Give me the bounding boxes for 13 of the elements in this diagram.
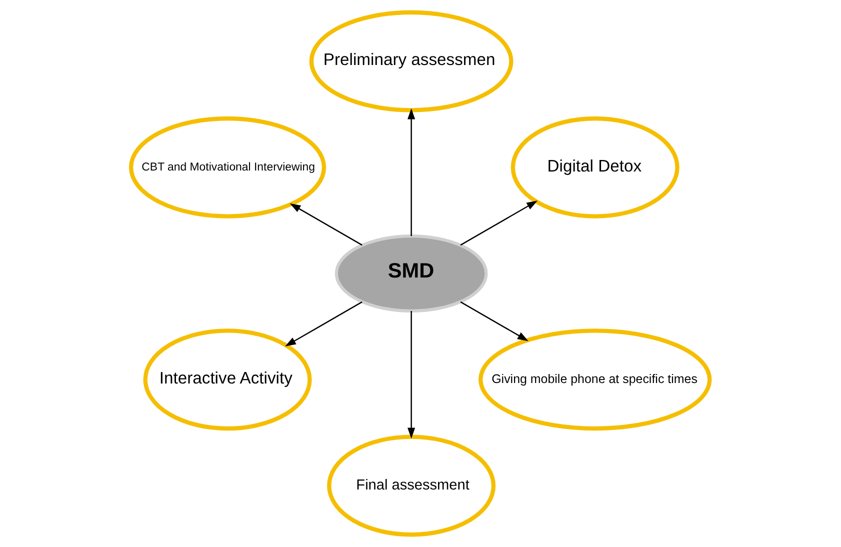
- node-ellipse: Preliminary assessmen: [309, 10, 514, 112]
- node-ellipse: Interactive Activity: [143, 328, 312, 431]
- arrow: [408, 310, 416, 439]
- node-ellipse: Final assessment: [327, 434, 496, 537]
- arrow: [290, 203, 362, 246]
- arrow: [460, 200, 538, 246]
- arrow: [408, 108, 416, 236]
- arrow: [460, 301, 528, 342]
- node-ellipse: Giving mobile phone at specific times: [478, 328, 712, 431]
- node-ellipse: Digital Detox: [510, 116, 680, 218]
- node-ellipse: SMD: [334, 234, 488, 312]
- node-ellipse: CBT and Motivational Interviewing: [128, 116, 326, 218]
- arrow: [285, 301, 362, 346]
